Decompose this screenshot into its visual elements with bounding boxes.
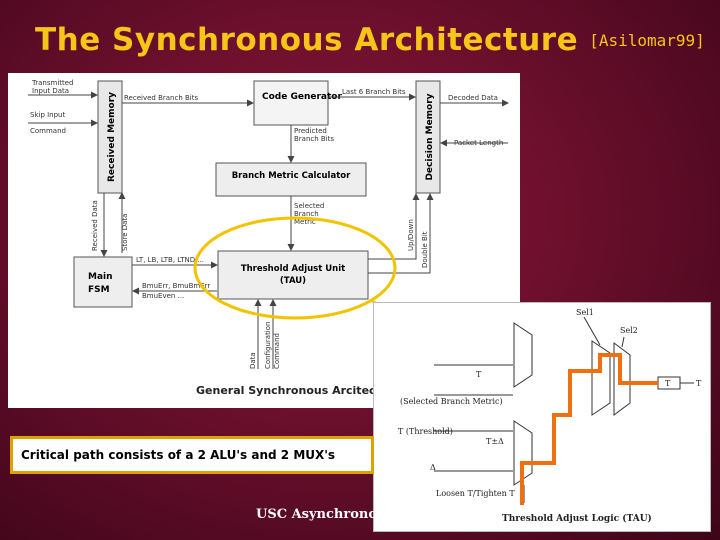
- label-transmitted-2: Input Data: [32, 87, 69, 95]
- tau-logic-diagram: Sel1 Sel2 T T T (Selected Branch Metric)…: [373, 302, 711, 532]
- label-fsm-signals-2: BmuErr, BmuBmErr: [142, 282, 210, 290]
- label-configuration-2: Command: [273, 333, 281, 369]
- label-selected-branch-metric: (Selected Branch Metric): [400, 397, 503, 406]
- label-up-down: Up/Down: [407, 219, 415, 251]
- slide-title-main: The Synchronous Architecture: [35, 22, 579, 58]
- label-selected-1: Selected: [294, 202, 324, 210]
- architecture-diagram: Received Memory Code Generator Decision …: [8, 73, 520, 408]
- alu-1: [513, 322, 533, 388]
- label-selected-2: Branch: [294, 210, 319, 218]
- label-store-data: Store Data: [121, 214, 129, 251]
- slide-title: The Synchronous Architecture [Asilomar99…: [35, 22, 705, 58]
- label-fsm-signals-1: LT, LB, LTB, LTND ...: [136, 256, 204, 264]
- label-decoded-data: Decoded Data: [448, 94, 498, 102]
- label-double-bit: Double Bit: [421, 231, 429, 268]
- label-fsm-signals-3: BmuEven ...: [142, 292, 184, 300]
- label-t-top: T: [476, 370, 482, 379]
- mux-1: [591, 340, 611, 416]
- label-received-data: Received Data: [91, 200, 99, 251]
- label-sel1: Sel1: [576, 308, 594, 317]
- tau-label-1: Threshold Adjust Unit: [241, 264, 345, 274]
- label-t-delta: T±Δ: [486, 437, 504, 446]
- label-skip-2: Command: [30, 127, 66, 135]
- label-skip-1: Skip Input: [30, 111, 65, 119]
- architecture-caption: General Synchronous Arcitecture: [196, 384, 402, 397]
- slide-title-reference: [Asilomar99]: [589, 31, 705, 50]
- tau-logic-svg: Sel1 Sel2 T T T (Selected Branch Metric)…: [398, 308, 702, 524]
- code-generator-block: [253, 80, 329, 126]
- main-fsm-block: [73, 256, 133, 308]
- critical-path-caption: Critical path consists of a 2 ALU's and …: [10, 436, 374, 474]
- label-loosen-tighten: Loosen T/Tighten T: [436, 489, 515, 498]
- label-predicted-2: Branch Bits: [294, 135, 334, 143]
- critical-path-line: [520, 353, 658, 505]
- main-fsm-label-1: Main: [88, 272, 113, 282]
- label-transmitted-1: Transmitted: [31, 79, 74, 87]
- label-t-threshold: T (Threshold): [398, 427, 453, 436]
- label-t-register: T: [665, 379, 671, 388]
- main-fsm-label-2: FSM: [88, 285, 110, 295]
- code-generator-label-1: Code Generator: [262, 92, 342, 102]
- label-t-output: T: [696, 379, 702, 388]
- tau-label-2: (TAU): [280, 276, 306, 286]
- footer-group-name: USC Asynchronous Group: [256, 507, 444, 522]
- label-data: Data: [249, 352, 257, 369]
- label-predicted-1: Predicted: [294, 127, 327, 135]
- label-selected-3: Metric: [294, 218, 316, 226]
- alu-2: [513, 420, 533, 486]
- decision-memory-label: Decision Memory: [425, 93, 435, 180]
- label-received-branch-bits: Received Branch Bits: [124, 94, 198, 102]
- label-last-branch-bits: Last 6 Branch Bits: [342, 88, 406, 96]
- received-memory-block: [97, 80, 123, 194]
- decision-memory-block: [415, 80, 441, 194]
- label-sel2: Sel2: [620, 326, 638, 335]
- label-configuration-1: Configuration: [264, 322, 272, 369]
- label-delta: Δ: [430, 463, 436, 472]
- branch-metric-calculator-label: Branch Metric Calculator: [232, 171, 351, 181]
- tau-block: [217, 250, 369, 300]
- tau-logic-caption: Threshold Adjust Logic (TAU): [502, 513, 652, 524]
- label-packet-length: Packet Length: [454, 139, 503, 147]
- received-memory-label: Received Memory: [107, 92, 117, 182]
